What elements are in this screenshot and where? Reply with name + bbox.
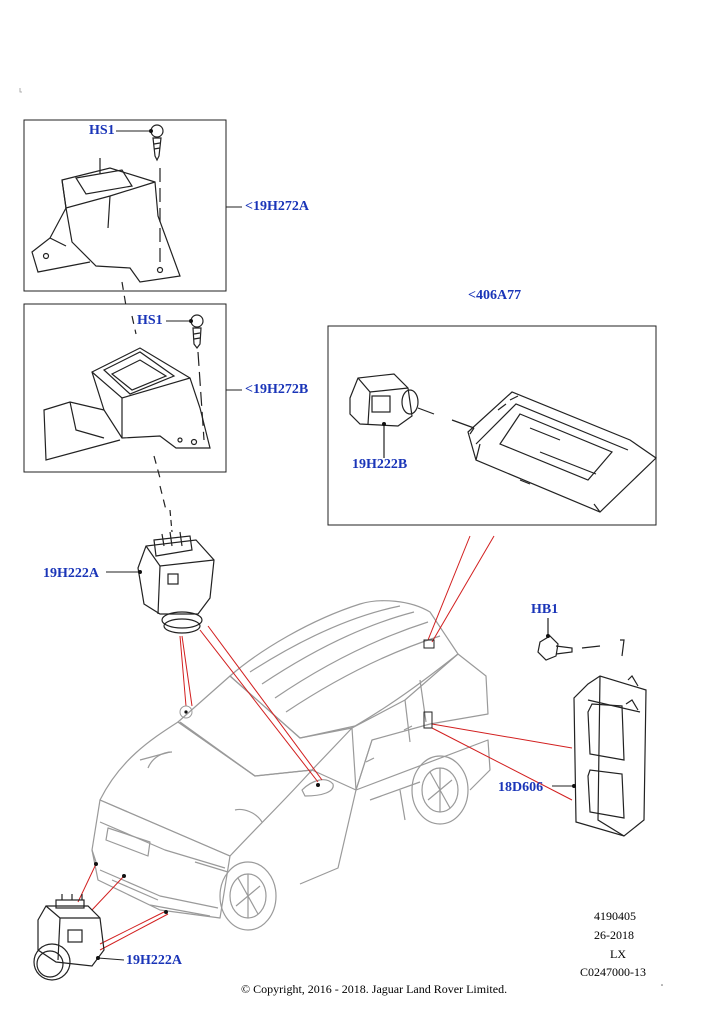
label-19h222b[interactable]: 19H222B bbox=[352, 457, 408, 472]
leader-dot-19h222a-bottom bbox=[96, 956, 100, 960]
label-18d606[interactable]: 18D606 bbox=[498, 780, 544, 795]
red-leader-lines bbox=[77, 535, 573, 951]
label-hb1[interactable]: HB1 bbox=[531, 602, 559, 617]
vehicle-sensor-markers bbox=[94, 639, 435, 914]
label-19h222a-bottom[interactable]: 19H222A bbox=[126, 953, 182, 968]
label-19h272b[interactable]: <19H272B bbox=[245, 382, 309, 397]
assembly-406a77-box bbox=[327, 325, 657, 526]
module-18d606 bbox=[573, 675, 647, 837]
label-19h272a[interactable]: <19H272A bbox=[245, 199, 309, 214]
camera-19h222a-mid bbox=[137, 509, 215, 634]
leader-dot-19h222a-mid bbox=[138, 570, 142, 574]
label-406a77[interactable]: <406A77 bbox=[468, 288, 522, 303]
leader-dot-18d606 bbox=[572, 784, 576, 788]
leader-dot-hb1 bbox=[546, 634, 550, 638]
meta-line-2: 26-2018 bbox=[594, 928, 634, 942]
assembly-axis-lines bbox=[121, 281, 167, 511]
bracket-19h272b-box bbox=[23, 303, 227, 473]
label-hs1-mid[interactable]: HS1 bbox=[137, 313, 163, 328]
bracket-19h272a-box bbox=[23, 119, 227, 292]
vehicle-illustration bbox=[91, 600, 491, 931]
label-hs1-top[interactable]: HS1 bbox=[89, 123, 115, 138]
leader-19h222a-bottom bbox=[97, 957, 125, 961]
meta-line-1: 4190405 bbox=[594, 909, 636, 923]
leader-dot-19h222b bbox=[382, 422, 386, 426]
meta-line-4: C0247000-13 bbox=[580, 965, 646, 979]
meta-line-3: LX bbox=[610, 947, 626, 961]
copyright-text: © Copyright, 2016 - 2018. Jaguar Land Ro… bbox=[241, 982, 508, 996]
bolt-hb1 bbox=[537, 618, 625, 661]
label-19h222a-mid[interactable]: 19H222A bbox=[43, 566, 99, 581]
camera-19h222a-bottom bbox=[33, 894, 105, 981]
